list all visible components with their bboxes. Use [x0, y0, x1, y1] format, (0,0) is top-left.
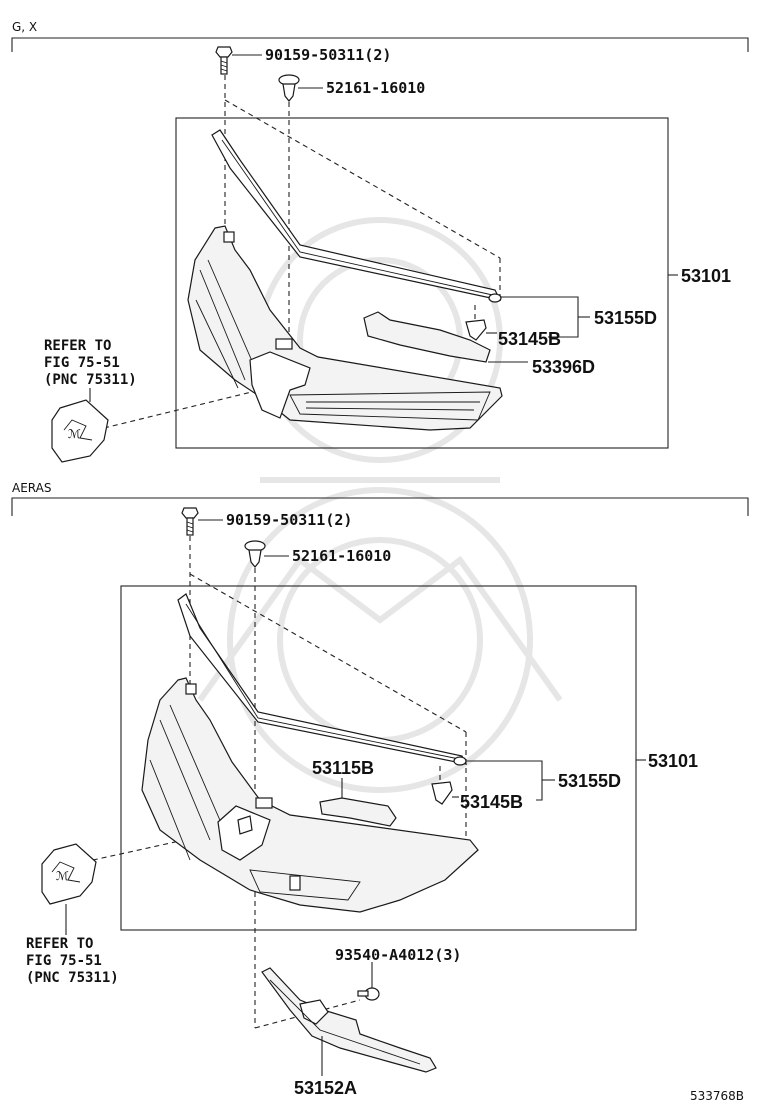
part-number-bolt: 90159-50311(2) — [265, 46, 391, 64]
svg-text:ℳ: ℳ — [68, 427, 81, 441]
svg-text:ℳ: ℳ — [56, 869, 69, 883]
molding-end — [488, 293, 502, 303]
emblem-icon: ℳ — [51, 399, 109, 463]
bolt-icon — [215, 46, 233, 75]
section-bracket — [11, 497, 749, 516]
upper-seal-part — [319, 797, 397, 827]
part-number-molding-group: 53155D — [558, 771, 621, 791]
assembly-box — [175, 117, 669, 449]
refer-line-3: (PNC 75311) — [44, 372, 137, 388]
illustration-id: 533768B — [690, 1089, 744, 1103]
retainer-icon — [465, 319, 487, 341]
section-label-aeras: AERAS — [12, 481, 51, 495]
section-aeras: AERAS 90159-50311(2) 52161-16010 — [11, 481, 749, 1098]
part-number-bolt: 90159-50311(2) — [226, 511, 352, 529]
refer-line-1: REFER TO — [44, 338, 111, 354]
refer-line-2: FIG 75-51 — [44, 355, 120, 371]
clip-icon — [278, 74, 300, 102]
part-number-grille-assy: 53101 — [681, 266, 731, 286]
part-number-retainer: 53145B — [460, 792, 523, 812]
assembly-box — [120, 585, 637, 931]
radiator-grille — [141, 593, 479, 913]
refer-line-1: REFER TO — [26, 936, 93, 952]
part-number-retainer: 53145B — [498, 329, 561, 349]
part-number-bracket: 53152A — [294, 1078, 357, 1098]
section-label-gx: G, X — [12, 20, 37, 34]
part-number-seal: 53396D — [532, 357, 595, 377]
radiator-grille — [187, 129, 503, 431]
retainer-icon — [431, 781, 453, 805]
clip-icon — [244, 540, 266, 568]
molding-end — [453, 756, 467, 766]
part-number-grille-assy: 53101 — [648, 751, 698, 771]
part-number-clip: 52161-16010 — [292, 547, 391, 565]
screw-icon — [357, 987, 380, 1001]
seal-part — [363, 311, 491, 363]
part-number-upper-seal: 53115B — [312, 758, 374, 778]
part-number-clip: 52161-16010 — [326, 79, 425, 97]
section-bracket — [11, 37, 749, 52]
refer-line-3: (PNC 75311) — [26, 970, 119, 986]
part-number-molding-group: 53155D — [594, 308, 657, 328]
emblem-icon: ℳ — [41, 843, 97, 905]
bolt-icon — [181, 507, 199, 536]
section-gx: G, X 90159-50311(2) 52161-16010 — [11, 20, 749, 463]
part-number-bracket-screw: 93540-A4012(3) — [335, 946, 461, 964]
lower-bracket-part — [261, 967, 437, 1073]
refer-line-2: FIG 75-51 — [26, 953, 102, 969]
